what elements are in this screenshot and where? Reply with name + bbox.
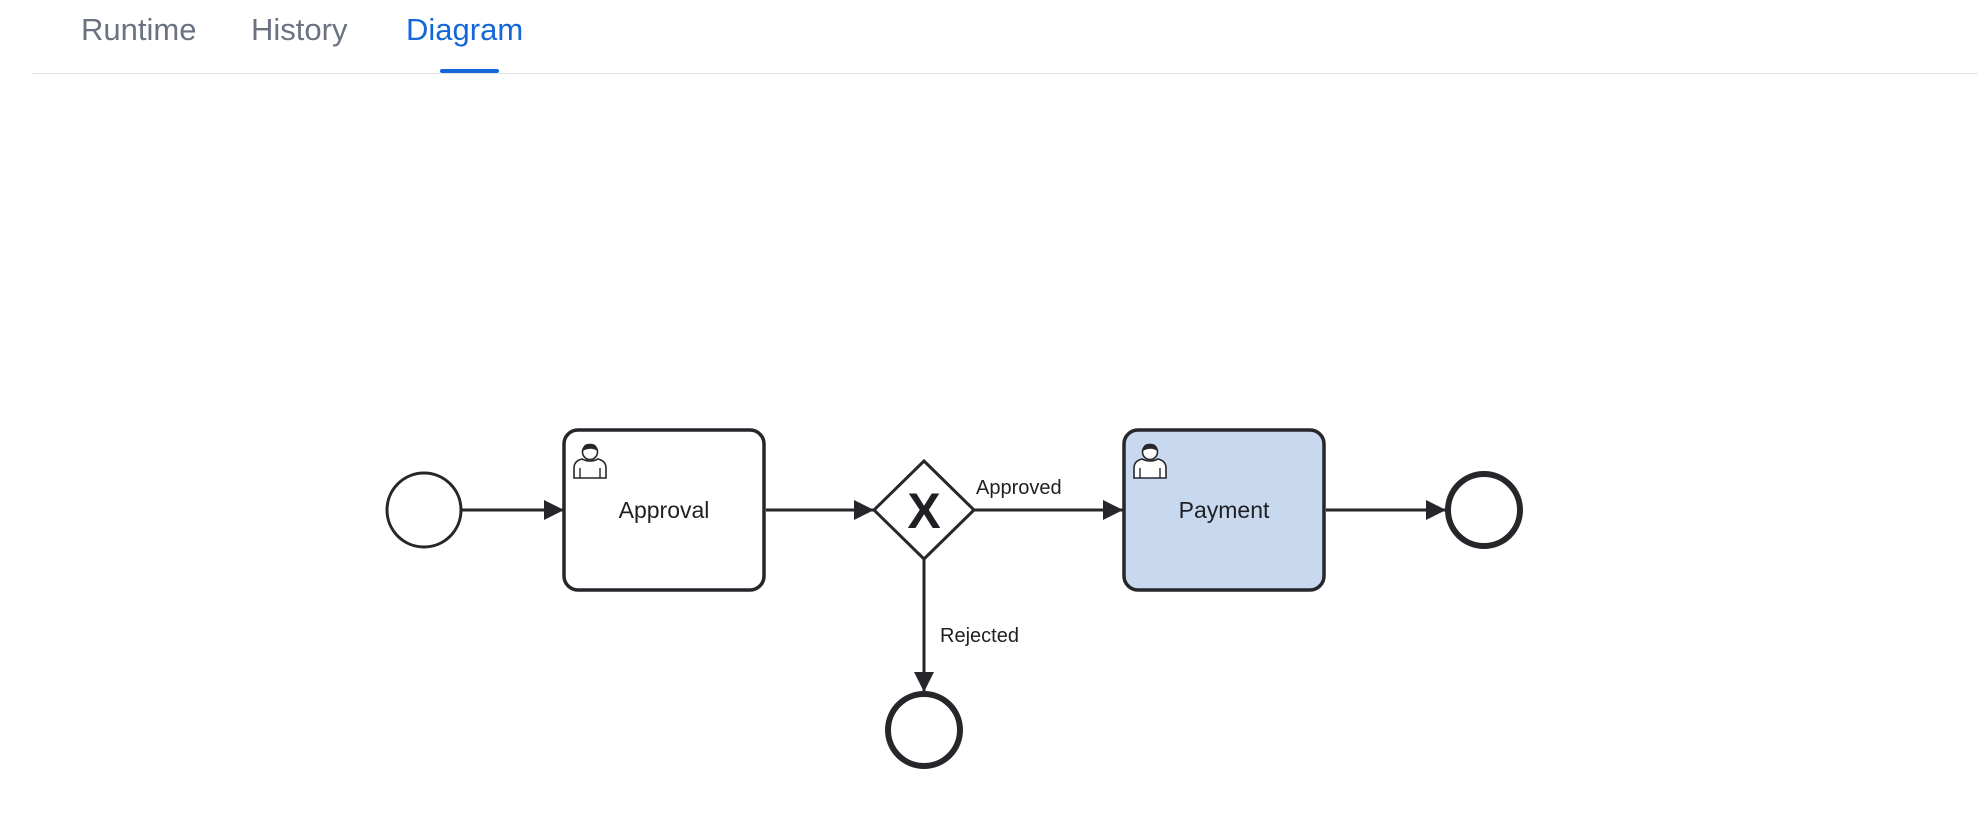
process-diagram-canvas: Approval X Approved Payment Rejected (0, 74, 1978, 828)
task-approval-label: Approval (619, 497, 710, 523)
active-tab-indicator (440, 69, 499, 73)
task-approval[interactable]: Approval (562, 428, 766, 592)
task-payment-label: Payment (1179, 497, 1270, 523)
flow-label-approved: Approved (976, 477, 1062, 499)
tab-bar: Runtime History Diagram (32, 0, 1978, 74)
end-event-approved[interactable] (1445, 471, 1523, 549)
task-payment[interactable]: Payment (1122, 428, 1326, 592)
end-event-rejected[interactable] (885, 691, 963, 769)
gateway-x-marker: X (907, 483, 940, 539)
tab-diagram[interactable]: Diagram (406, 12, 524, 47)
exclusive-gateway[interactable]: X (871, 458, 977, 562)
flow-label-rejected: Rejected (940, 625, 1019, 647)
tab-runtime[interactable]: Runtime (81, 12, 197, 47)
start-event[interactable] (385, 471, 463, 549)
tab-history[interactable]: History (251, 12, 348, 47)
bpmn-diagram: Approval X Approved Payment Rejected (385, 428, 1523, 769)
